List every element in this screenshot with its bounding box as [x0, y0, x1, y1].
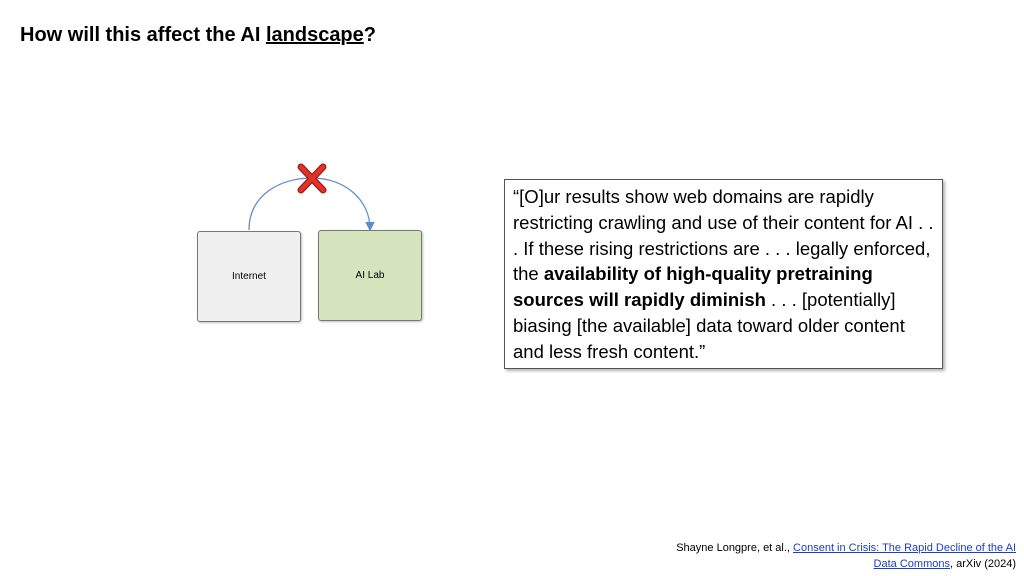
- quote-bold-text: availability of high-quality pretraining…: [513, 263, 873, 311]
- quote-box: “[O]ur results show web domains are rapi…: [504, 179, 943, 369]
- ai-lab-box: AI Lab: [318, 230, 422, 321]
- title-suffix: ?: [363, 24, 376, 46]
- ai-lab-label: AI Lab: [355, 270, 385, 281]
- red-x-icon: [297, 163, 327, 194]
- citation-authors: Shayne Longpre, et al.,: [676, 542, 794, 554]
- internet-label: Internet: [232, 271, 266, 282]
- internet-box: Internet: [197, 231, 301, 322]
- quote-text-start: “[O]ur results show web domains are rapi…: [513, 186, 934, 285]
- citation-link[interactable]: Consent in Crisis: The Rapid Decline of …: [793, 542, 1016, 570]
- slide-title: How will this affect the AI landscape?: [20, 24, 376, 47]
- quote-text-end: . . . [potentially] biasing [the availab…: [513, 289, 905, 362]
- title-text: How will this affect the AI: [20, 24, 266, 46]
- title-underlined-word: landscape: [265, 24, 364, 46]
- citation: Shayne Longpre, et al., Consent in Crisi…: [656, 540, 1016, 572]
- citation-venue: , arXiv (2024): [949, 558, 1016, 570]
